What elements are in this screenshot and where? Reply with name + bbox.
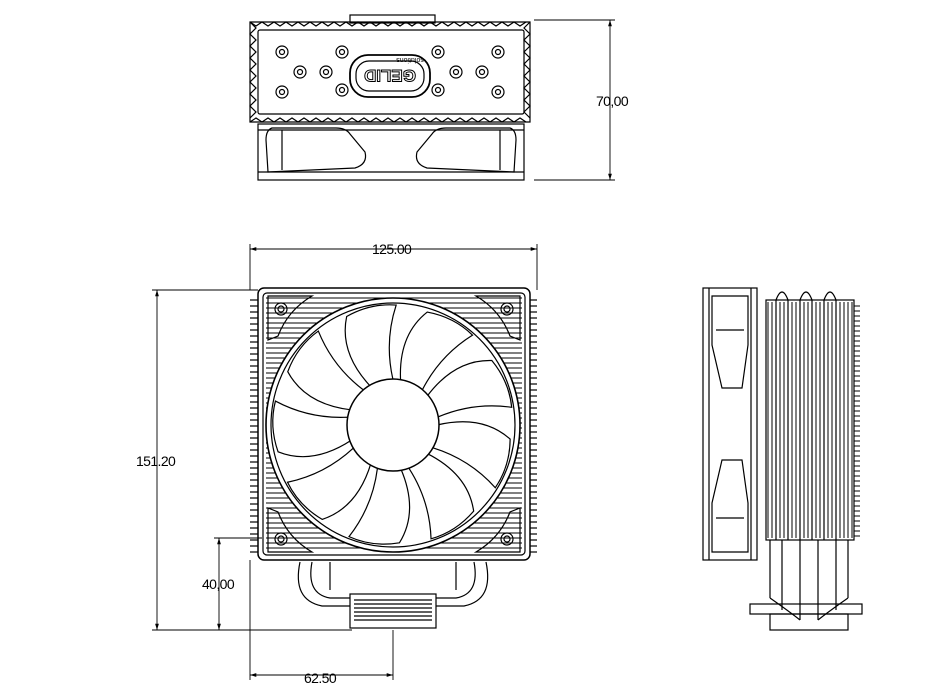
screw-center (434, 86, 442, 94)
dimension-height-top (534, 19, 615, 181)
side-view-fan-clip-bottom (711, 459, 749, 553)
dimension-label-height-top: 70,00 (596, 93, 629, 109)
corner-pad (267, 507, 315, 553)
dimension-base-offset (249, 560, 394, 680)
mount-hole-inner (277, 535, 285, 543)
front-view (250, 287, 537, 629)
screw (275, 45, 289, 59)
corner-pad (267, 295, 315, 341)
heatpipe (799, 291, 813, 540)
dimension-base-height (214, 537, 262, 630)
side-view-heatpipes (775, 291, 837, 540)
zigzag-top (249, 21, 527, 27)
screw (335, 45, 349, 59)
zigzag-bottom (249, 117, 527, 123)
dimension-label-base-height: 40,00 (202, 576, 235, 592)
screw-center (278, 88, 286, 96)
screw (475, 65, 489, 79)
top-view-center-tab (349, 14, 436, 24)
screw-center (494, 48, 502, 56)
fan-blade (287, 330, 365, 411)
screw-center (434, 48, 442, 56)
screw (335, 83, 349, 97)
dimension-label-width-front: 125.00 (372, 241, 412, 257)
fan-blade (286, 447, 372, 521)
screw (431, 83, 445, 97)
mount-hole-inner (503, 305, 511, 313)
screw (319, 65, 333, 79)
mount-hole-inner (277, 305, 285, 313)
front-view-base (349, 593, 437, 629)
front-view-fan-frame (257, 287, 531, 561)
mount-hole-inner (503, 535, 511, 543)
screw (431, 45, 445, 59)
dimension-height-front (152, 289, 352, 631)
top-view-fan-clip-left (265, 127, 367, 173)
screw (293, 65, 307, 79)
zigzag-left (249, 21, 257, 119)
screw-center (452, 68, 460, 76)
front-view-heatpipes (297, 561, 489, 607)
dimension-label-height-front: 151.20 (136, 453, 176, 469)
top-view-fin-stack (249, 21, 531, 123)
top-view: GELID solutions (249, 14, 531, 181)
top-view-face (257, 29, 525, 115)
screw-center (478, 68, 486, 76)
side-view-fan-clip-top (711, 295, 749, 389)
front-view-fan-hub (346, 378, 440, 472)
side-view (702, 287, 863, 631)
fan-blade (344, 304, 397, 388)
top-view-fin-edges (249, 21, 531, 123)
fan-blade (348, 467, 411, 545)
screw (491, 45, 505, 59)
screw (491, 85, 505, 99)
top-view-screws (275, 45, 505, 99)
brand-logo-text: GELID (364, 66, 416, 85)
screw-center (338, 86, 346, 94)
corner-pad (473, 507, 521, 553)
fan-blade (272, 400, 353, 458)
dimension-width-front (249, 244, 538, 290)
screw-center (338, 48, 346, 56)
fan-blade (408, 452, 475, 540)
corner-pad (473, 295, 521, 341)
screw (449, 65, 463, 79)
brand-tagline: solutions (396, 56, 424, 63)
brand-logo: GELID solutions (349, 54, 431, 98)
top-view-fan-frame (257, 123, 525, 181)
fan-blade (399, 311, 474, 391)
side-view-fan-frame (702, 287, 758, 561)
heatpipe (823, 291, 837, 540)
dimension-label-base-offset: 62.50 (304, 670, 337, 686)
zigzag-right (523, 21, 531, 119)
fan-blade (432, 421, 511, 489)
front-view-base-fins (354, 599, 432, 621)
front-view-fin-edges (250, 299, 537, 553)
side-view-fin-stack (767, 302, 860, 538)
screw-center (296, 68, 304, 76)
screw-center (322, 68, 330, 76)
screw (275, 85, 289, 99)
side-view-base (749, 540, 863, 631)
front-view-fan-blades (272, 304, 513, 545)
screw-center (494, 88, 502, 96)
top-view-fan-clip-right (415, 127, 517, 173)
heatpipe (775, 291, 789, 540)
fan-blade (425, 359, 513, 418)
screw-center (278, 48, 286, 56)
